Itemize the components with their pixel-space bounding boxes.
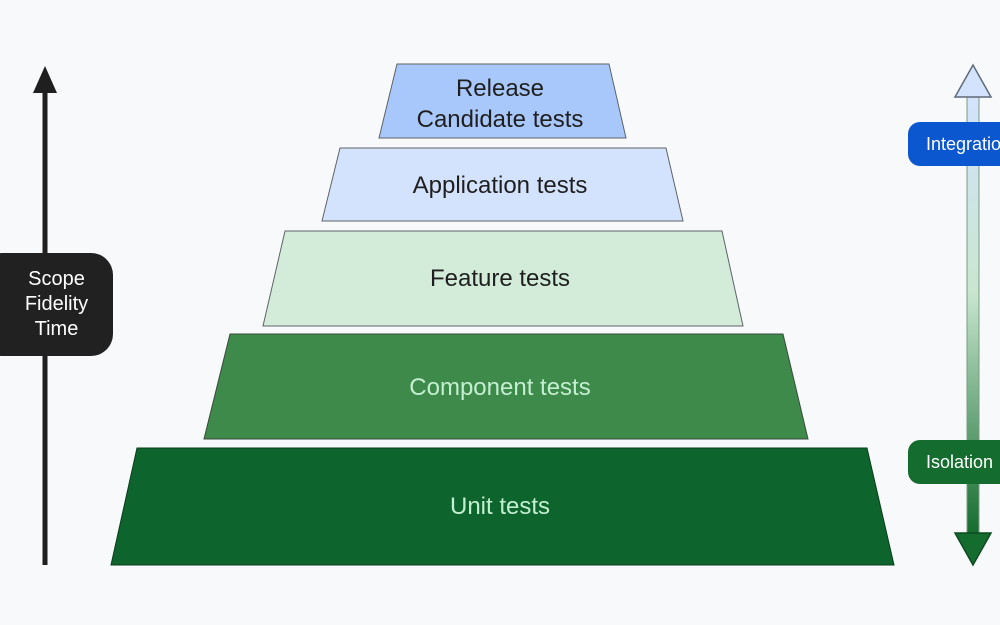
- tier-label-application: Application tests: [0, 170, 1000, 201]
- badge-line-fidelity: Fidelity: [24, 293, 89, 315]
- tier-label-line: Unit tests: [449, 493, 551, 520]
- right-arrow-down-head-icon: [953, 532, 993, 567]
- tier-feature-tests: [262, 230, 744, 327]
- tier-label-line: Release: [455, 75, 545, 102]
- right-axis-arrow: [953, 63, 993, 567]
- tier-release-candidate-tests: [378, 63, 627, 139]
- tier-label-release-candidate: Release Candidate tests: [0, 73, 1000, 135]
- scope-fidelity-time-badge: Scope Fidelity Time: [0, 253, 113, 356]
- tier-label-feature: Feature tests: [0, 263, 1000, 294]
- left-arrow-head-icon: [33, 66, 57, 93]
- tier-label-line: Application tests: [412, 172, 588, 199]
- integration-badge: Integration: [908, 122, 1000, 166]
- badge-line-time: Time: [34, 318, 79, 340]
- badge-line-scope: Scope: [28, 268, 85, 290]
- tier-label-unit: Unit tests: [0, 491, 1000, 522]
- tier-component-tests: [203, 333, 809, 440]
- tier-label-line: Candidate tests: [416, 106, 584, 133]
- tier-unit-tests: [110, 447, 895, 566]
- tier-application-tests: [321, 147, 684, 222]
- tier-label-line: Component tests: [409, 374, 591, 401]
- tier-label-line: Feature tests: [429, 265, 571, 292]
- right-arrow-up-head-icon: [953, 63, 993, 98]
- tier-label-component: Component tests: [0, 372, 1000, 403]
- isolation-badge: Isolation: [908, 440, 1000, 484]
